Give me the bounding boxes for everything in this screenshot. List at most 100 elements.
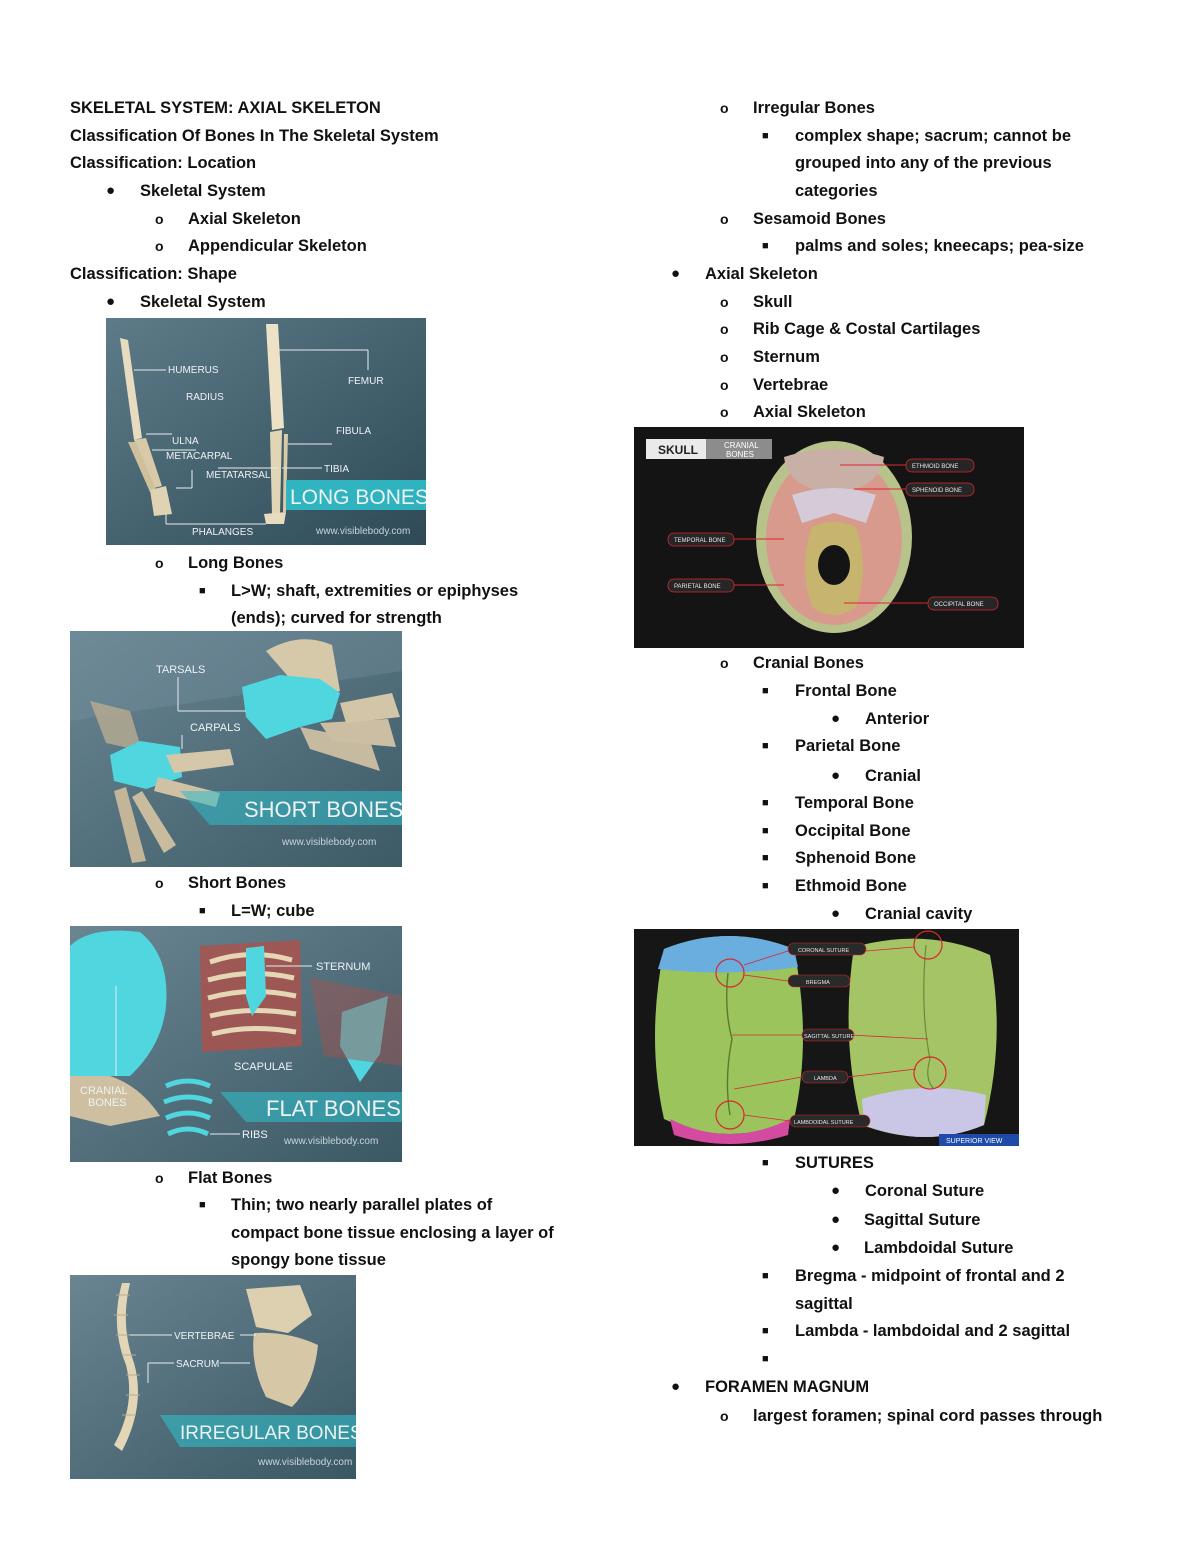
square-bullet-icon: ■ <box>762 1325 769 1337</box>
label-carpals: CARPALS <box>190 722 241 734</box>
square-bullet-icon: ■ <box>762 797 769 809</box>
label-ethmoid-bone: ETHMOID BONE <box>912 464 958 470</box>
sutures-figure: CORONAL SUTURE BREGMA SAGITTAL SUTURE LA… <box>634 929 1019 1146</box>
ethmoid-sub: Cranial cavity <box>865 905 973 923</box>
cranial-occipital: Occipital Bone <box>795 822 911 840</box>
tab-cranial: CRANIAL <box>724 441 759 450</box>
watermark: www.visiblebody.com <box>257 1457 352 1468</box>
location-sub-axial: Axial Skeleton <box>188 210 301 228</box>
shape-heading: Classification: Shape <box>70 265 237 283</box>
page-title: SKELETAL SYSTEM: AXIAL SKELETON <box>70 99 381 117</box>
square-bullet-icon: ■ <box>199 585 206 597</box>
bullet-icon: ● <box>106 182 116 199</box>
square-bullet-icon: ■ <box>762 740 769 752</box>
sesamoid-desc: palms and soles; kneecaps; pea-size <box>795 237 1084 255</box>
flat-bones-banner: FLAT BONES <box>266 1096 401 1121</box>
bullet-icon: ● <box>831 1239 841 1256</box>
sesamoid-bones-name: Sesamoid Bones <box>753 210 886 228</box>
flat-bones-name: Flat Bones <box>188 1169 273 1187</box>
square-bullet-icon: ■ <box>762 685 769 697</box>
label-parietal-bone: PARIETAL BONE <box>674 584 721 590</box>
short-bones-banner: SHORT BONES <box>244 797 402 822</box>
circle-marker-icon: o <box>720 377 729 393</box>
long-bones-figure: HUMERUS RADIUS ULNA METACARPAL METATARSA… <box>106 318 426 545</box>
location-sub-appendicular: Appendicular Skeleton <box>188 237 367 255</box>
short-bones-desc-1: L=W; cube <box>231 902 315 920</box>
suture-lambdoidal: Lambdoidal Suture <box>864 1239 1014 1257</box>
watermark: www.visiblebody.com <box>283 1136 378 1147</box>
irregular-desc-3: categories <box>795 182 878 200</box>
cranial-parietal: Parietal Bone <box>795 737 901 755</box>
watermark: www.visiblebody.com <box>281 837 376 848</box>
classification-heading: Classification Of Bones In The Skeletal … <box>70 127 439 145</box>
long-bones-desc-2: (ends); curved for strength <box>231 609 442 627</box>
bullet-icon: ● <box>831 1182 841 1199</box>
watermark: www.visiblebody.com <box>315 526 410 537</box>
flat-bones-figure: STERNUM SCAPULAE CRANIAL BONES RIBS FLAT… <box>70 926 402 1162</box>
parietal-sub: Cranial <box>865 767 921 785</box>
label-ulna: ULNA <box>172 436 199 447</box>
bullet-icon: ● <box>106 293 116 310</box>
axial-item-skull: Skull <box>753 293 793 311</box>
irregular-bones-figure: VERTEBRAE SACRUM IRREGULAR BONES www.vis… <box>70 1275 356 1479</box>
square-bullet-icon: ■ <box>762 1353 769 1365</box>
square-bullet-icon: ■ <box>762 1157 769 1169</box>
circle-marker-icon: o <box>720 294 729 310</box>
label-humerus: HUMERUS <box>168 365 219 376</box>
circle-marker-icon: o <box>720 100 729 116</box>
bregma-line-1: Bregma - midpoint of frontal and 2 <box>795 1267 1065 1285</box>
circle-marker-icon: o <box>720 349 729 365</box>
cranial-temporal: Temporal Bone <box>795 794 914 812</box>
suture-sagittal: Sagittal Suture <box>864 1211 981 1229</box>
irregular-desc-1: complex shape; sacrum; cannot be <box>795 127 1071 145</box>
lambda-line: Lambda - lambdoidal and 2 sagittal <box>795 1322 1071 1340</box>
flat-bones-desc-2: compact bone tissue enclosing a layer of <box>231 1224 554 1242</box>
bullet-icon: ● <box>831 1211 841 1228</box>
axial-item-vertebrae: Vertebrae <box>753 376 829 394</box>
circle-marker-icon: o <box>720 321 729 337</box>
label-superior-view: SUPERIOR VIEW <box>946 1138 1003 1145</box>
label-sternum: STERNUM <box>316 961 370 973</box>
label-sagittal-suture: SAGITTAL SUTURE <box>804 1034 854 1040</box>
label-occipital-bone: OCCIPITAL BONE <box>934 602 984 608</box>
flat-bones-desc-3: spongy bone tissue <box>231 1251 386 1269</box>
label-sphenoid-bone: SPHENOID BONE <box>912 488 962 494</box>
short-bones-name: Short Bones <box>188 874 287 892</box>
irregular-bones-name: Irregular Bones <box>753 99 875 117</box>
label-phalanges: PHALANGES <box>192 527 253 538</box>
label-tibia: TIBIA <box>324 464 349 475</box>
foramen-desc: largest foramen; spinal cord passes thro… <box>753 1407 1103 1425</box>
label-temporal-bone: TEMPORAL BONE <box>674 538 725 544</box>
label-coronal-suture: CORONAL SUTURE <box>798 948 849 954</box>
label-scapulae: SCAPULAE <box>234 1061 293 1073</box>
location-heading: Classification: Location <box>70 154 257 172</box>
axial-item-sternum: Sternum <box>753 348 820 366</box>
square-bullet-icon: ■ <box>199 905 206 917</box>
label-tarsals: TARSALS <box>156 664 205 676</box>
bullet-icon: ● <box>671 265 681 282</box>
bullet-icon: ● <box>831 710 841 727</box>
square-bullet-icon: ■ <box>762 880 769 892</box>
bregma-line-2: sagittal <box>795 1295 853 1313</box>
square-bullet-icon: ■ <box>762 240 769 252</box>
label-radius: RADIUS <box>186 392 224 403</box>
cranial-bones-figure: SKULL CRANIAL BONES ETHMOID BONE SPHENOI… <box>634 427 1024 648</box>
circle-marker-icon: o <box>720 1408 729 1424</box>
cranial-frontal: Frontal Bone <box>795 682 897 700</box>
square-bullet-icon: ■ <box>762 130 769 142</box>
circle-marker-icon: o <box>155 238 164 254</box>
foramen-heading: FORAMEN MAGNUM <box>705 1378 870 1396</box>
label-metatarsal: METATARSAL <box>206 470 271 481</box>
location-item: Skeletal System <box>140 182 266 200</box>
cranial-bones-name: Cranial Bones <box>753 654 864 672</box>
long-bones-name: Long Bones <box>188 554 284 572</box>
square-bullet-icon: ■ <box>762 1270 769 1282</box>
irregular-bones-banner: IRREGULAR BONES <box>180 1423 356 1444</box>
long-bones-banner: LONG BONES <box>290 486 426 509</box>
bullet-icon: ● <box>671 1378 681 1395</box>
frontal-sub: Anterior <box>865 710 930 728</box>
axial-item-rib-cage: Rib Cage & Costal Cartilages <box>753 320 981 338</box>
label-fibula: FIBULA <box>336 426 371 437</box>
cranial-ethmoid: Ethmoid Bone <box>795 877 907 895</box>
flat-bones-desc-1: Thin; two nearly parallel plates of <box>231 1196 493 1214</box>
